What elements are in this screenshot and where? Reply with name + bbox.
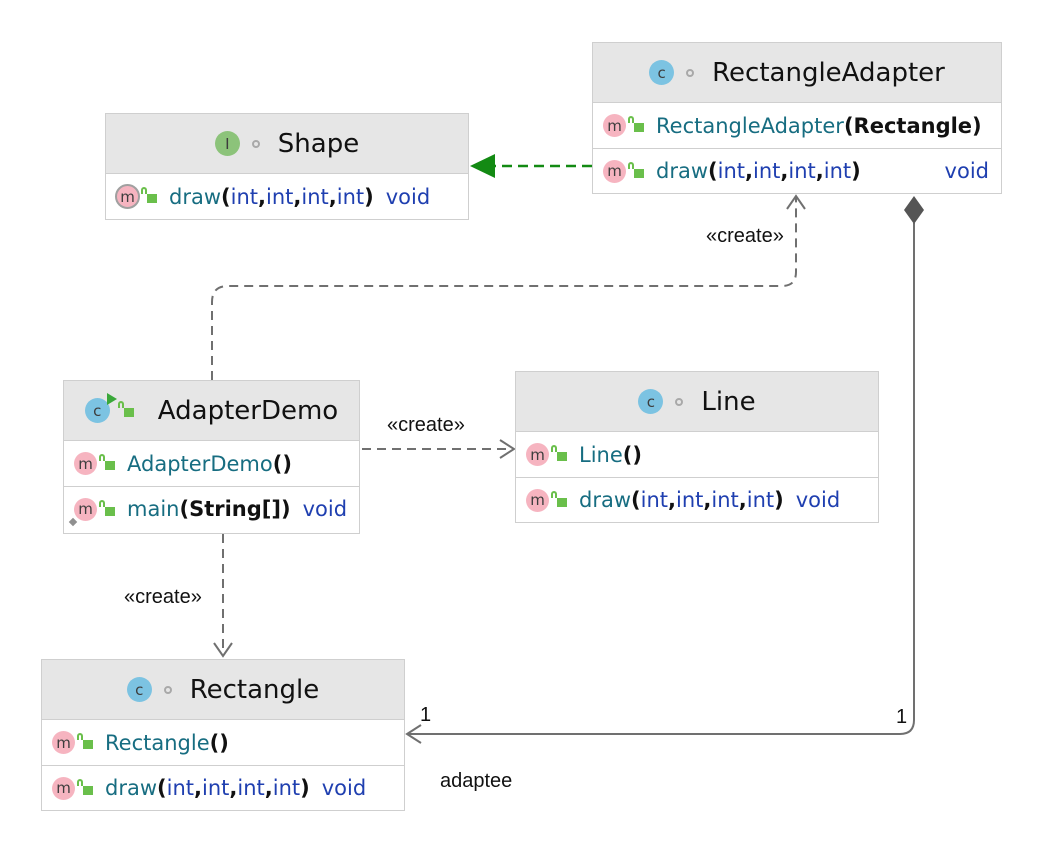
dependency-arrowhead-line xyxy=(499,439,516,459)
line-constructor[interactable]: m Line() xyxy=(516,432,878,477)
rectangle-method-draw[interactable]: m draw(int, int, int, int) void xyxy=(42,765,404,810)
method-icon: m xyxy=(74,452,97,475)
return-type: void xyxy=(321,776,367,800)
method-name: draw xyxy=(169,184,222,209)
package-private-icon xyxy=(163,685,172,694)
adapter-demo-constructor[interactable]: m AdapterDemo() xyxy=(64,441,359,486)
create-label-line: «create» xyxy=(387,414,465,436)
method-icon: m xyxy=(52,776,75,800)
line-name: Line xyxy=(701,386,756,417)
param: int xyxy=(676,488,704,512)
param: int xyxy=(301,184,329,209)
rectangle-adapter-class-box[interactable]: c RectangleAdapter m RectangleAdapter(Re… xyxy=(592,42,1002,194)
class-icon: c xyxy=(126,677,152,702)
return-type: void xyxy=(795,488,841,512)
class-icon: c xyxy=(649,60,675,85)
composition-arrowhead xyxy=(405,724,422,744)
dependency-arrowhead-adapter xyxy=(786,194,806,210)
composition-diamond xyxy=(904,196,924,224)
shape-name: Shape xyxy=(277,128,360,159)
param: int xyxy=(230,184,259,209)
rectangle-adapter-constructor[interactable]: m RectangleAdapter(Rectangle) xyxy=(593,103,1001,148)
public-lock-icon xyxy=(141,187,157,203)
adapter-demo-method-main[interactable]: m main(String[]) void xyxy=(64,486,359,531)
param: int xyxy=(266,184,294,209)
line-method-draw[interactable]: m draw(int, int, int, int) void xyxy=(516,477,878,522)
rectangle-name: Rectangle xyxy=(189,674,320,705)
composition-edge xyxy=(408,223,915,735)
role-label-adaptee: adaptee xyxy=(440,770,513,792)
method-icon: m xyxy=(52,731,75,754)
method-name: main xyxy=(127,497,180,521)
method-icon: m xyxy=(526,488,549,512)
param: int xyxy=(237,776,265,800)
rectangle-header[interactable]: c Rectangle xyxy=(42,660,404,720)
param: int xyxy=(711,488,739,512)
rectangle-adapter-name: RectangleAdapter xyxy=(712,57,945,88)
public-lock-icon xyxy=(551,445,567,461)
param: int xyxy=(166,776,195,800)
create-label-adapter: «create» xyxy=(706,225,784,247)
return-type: void xyxy=(385,184,431,209)
param: Rectangle xyxy=(853,113,973,138)
package-private-icon xyxy=(686,68,695,77)
param: int xyxy=(717,159,746,183)
method-name: Rectangle xyxy=(105,730,210,755)
method-name: draw xyxy=(656,159,709,183)
method-name: Line xyxy=(579,442,623,467)
public-lock-icon xyxy=(551,490,567,507)
dependency-edge-demo-adapter xyxy=(211,196,797,380)
param: int xyxy=(746,488,775,512)
shape-interface-box[interactable]: I Shape m draw(int, int, int, int) void xyxy=(105,113,469,220)
line-header[interactable]: c Line xyxy=(516,372,878,432)
param: int xyxy=(823,159,852,183)
param: String[] xyxy=(189,497,281,521)
adapter-demo-name: AdapterDemo xyxy=(157,395,339,426)
interface-icon: I xyxy=(214,131,240,156)
line-class-box[interactable]: c Line m Line() m draw(int, int, int, in… xyxy=(515,371,879,523)
method-icon: m xyxy=(603,114,626,137)
package-private-icon xyxy=(251,139,260,148)
param: int xyxy=(202,776,230,800)
param: int xyxy=(640,488,669,512)
param: int xyxy=(788,159,816,183)
multiplicity-rectangle-end: 1 xyxy=(420,704,432,726)
public-lock-icon xyxy=(117,401,134,417)
public-lock-icon xyxy=(99,499,115,516)
dependency-arrowhead-rectangle xyxy=(213,642,233,658)
method-icon: m xyxy=(526,443,549,466)
class-icon: c xyxy=(638,389,664,414)
adapter-demo-class-box[interactable]: c AdapterDemo m AdapterDemo() m main(Str… xyxy=(63,380,360,534)
method-name: RectangleAdapter xyxy=(656,113,844,138)
public-lock-icon xyxy=(77,778,93,795)
rectangle-adapter-method-draw[interactable]: m draw(int, int, int, int) void xyxy=(593,148,1001,193)
rectangle-constructor[interactable]: m Rectangle() xyxy=(42,720,404,765)
param: int xyxy=(336,184,365,209)
rectangle-class-box[interactable]: c Rectangle m Rectangle() m draw(int, in… xyxy=(41,659,405,811)
runnable-class-icon: c xyxy=(84,393,117,423)
rectangle-adapter-header[interactable]: c RectangleAdapter xyxy=(593,43,1001,103)
method-icon: m xyxy=(603,159,626,183)
realization-arrowhead xyxy=(470,154,495,178)
return-type: void xyxy=(302,497,348,521)
public-lock-icon xyxy=(99,454,115,470)
adapter-demo-header[interactable]: c AdapterDemo xyxy=(64,381,359,441)
package-private-icon xyxy=(675,397,684,406)
param: int xyxy=(272,776,301,800)
method-name: draw xyxy=(579,488,632,512)
public-lock-icon xyxy=(628,161,644,178)
param: int xyxy=(753,159,781,183)
static-method-icon: m xyxy=(68,497,97,526)
public-lock-icon xyxy=(77,733,93,749)
shape-header[interactable]: I Shape xyxy=(106,114,468,174)
public-lock-icon xyxy=(628,116,644,132)
return-type: void xyxy=(944,159,989,183)
abstract-method-icon: m xyxy=(115,184,140,209)
shape-method-draw[interactable]: m draw(int, int, int, int) void xyxy=(106,174,468,219)
multiplicity-adapter-end: 1 xyxy=(896,706,908,728)
create-label-rectangle: «create» xyxy=(124,586,202,608)
method-name: AdapterDemo xyxy=(127,451,273,476)
method-name: draw xyxy=(105,776,158,800)
